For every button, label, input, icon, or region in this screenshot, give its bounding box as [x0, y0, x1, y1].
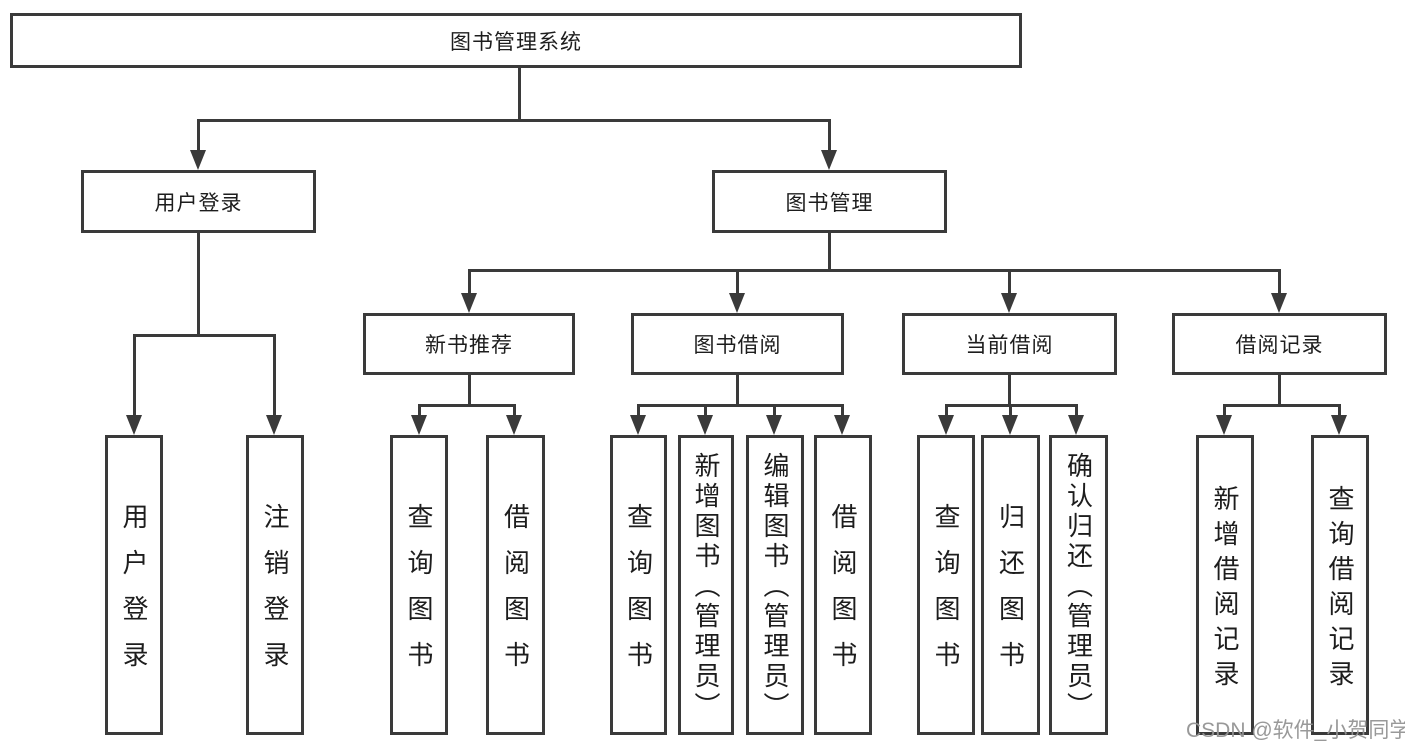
arrow-down-icon — [630, 415, 646, 435]
node-leaf-confirm-return-admin: 确认归还（管理员） — [1049, 435, 1108, 735]
arrow-down-icon — [126, 415, 142, 435]
connector-line — [197, 119, 200, 155]
node-leaf-borrow-books-2-label: 借阅图书 — [828, 503, 858, 687]
connector-line — [197, 119, 831, 122]
arrow-down-icon — [190, 150, 206, 170]
arrow-down-icon — [1068, 415, 1084, 435]
connector-line — [1278, 375, 1281, 407]
connector-line — [133, 334, 276, 337]
node-borrowing-records-label: 借阅记录 — [1235, 334, 1324, 357]
node-leaf-query-books-3: 查询图书 — [917, 435, 975, 735]
connector-line — [1008, 375, 1011, 407]
connector-line — [637, 404, 640, 418]
connector-line — [1223, 404, 1341, 407]
node-new-book-recommendation-label: 新书推荐 — [425, 334, 513, 357]
connector-line — [1008, 269, 1011, 297]
node-leaf-borrow-books-1: 借阅图书 — [486, 435, 545, 735]
node-book-borrowing: 图书借阅 — [631, 313, 844, 375]
node-leaf-query-books-3-label: 查询图书 — [931, 503, 961, 687]
connector-line — [133, 334, 136, 419]
arrow-down-icon — [1331, 415, 1347, 435]
arrow-down-icon — [697, 415, 713, 435]
connector-line — [1009, 404, 1012, 418]
node-leaf-borrow-books-1-label: 借阅图书 — [500, 503, 531, 687]
node-leaf-query-books-2-label: 查询图书 — [623, 503, 654, 687]
connector-line — [418, 404, 516, 407]
arrow-down-icon — [1002, 415, 1018, 435]
node-leaf-return-books-label: 归还图书 — [995, 503, 1026, 687]
connector-line — [736, 269, 739, 297]
csdn-watermark: CSDN @软件_小贺同学 — [1186, 719, 1405, 742]
connector-line — [273, 334, 276, 419]
node-current-borrowing: 当前借阅 — [902, 313, 1117, 375]
connector-line — [637, 404, 844, 407]
connector-line — [773, 404, 776, 418]
connector-line — [1338, 404, 1341, 418]
arrow-down-icon — [506, 415, 522, 435]
arrow-down-icon — [461, 293, 477, 313]
node-book-management-label: 图书管理 — [785, 191, 874, 215]
arrow-down-icon — [1001, 293, 1017, 313]
connector-line — [418, 404, 421, 418]
node-user-login-label: 用户登录 — [154, 191, 243, 215]
connector-line — [468, 375, 471, 407]
node-library-system: 图书管理系统 — [10, 13, 1022, 68]
connector-line — [1075, 404, 1078, 418]
node-leaf-edit-book-admin: 编辑图书（管理员） — [746, 435, 804, 735]
node-leaf-logout: 注销登录 — [246, 435, 304, 735]
node-leaf-query-borrow-record-label: 查询借阅记录 — [1325, 484, 1355, 695]
node-leaf-add-book-admin: 新增图书（管理员） — [678, 435, 734, 735]
connector-line — [468, 269, 1281, 272]
arrow-down-icon — [938, 415, 954, 435]
connector-line — [945, 404, 948, 418]
arrow-down-icon — [1216, 415, 1232, 435]
connector-line — [197, 233, 200, 337]
node-borrowing-records: 借阅记录 — [1172, 313, 1387, 375]
node-leaf-query-borrow-record: 查询借阅记录 — [1311, 435, 1369, 735]
connector-line — [828, 119, 831, 155]
connector-line — [468, 269, 471, 297]
node-book-borrowing-label: 图书借阅 — [693, 334, 782, 357]
arrow-down-icon — [766, 415, 782, 435]
connector-line — [513, 404, 516, 418]
connector-line — [1223, 404, 1226, 418]
connector-line — [828, 233, 831, 272]
node-leaf-logout-label: 注销登录 — [260, 503, 290, 687]
arrow-down-icon — [729, 293, 745, 313]
arrow-down-icon — [821, 150, 837, 170]
connector-line — [736, 375, 739, 407]
node-leaf-query-books-1: 查询图书 — [390, 435, 448, 735]
node-leaf-borrow-books-2: 借阅图书 — [814, 435, 872, 735]
node-leaf-confirm-return-admin-label: 确认归还（管理员） — [1063, 452, 1094, 722]
node-book-management: 图书管理 — [712, 170, 947, 233]
connector-line — [841, 404, 844, 418]
node-new-book-recommendation: 新书推荐 — [363, 313, 575, 375]
node-leaf-add-book-admin-label: 新增图书（管理员） — [691, 452, 721, 722]
arrow-down-icon — [834, 415, 850, 435]
connector-line — [518, 66, 521, 122]
node-leaf-add-borrow-record-label: 新增借阅记录 — [1210, 484, 1240, 695]
node-leaf-user-login-label: 用户登录 — [119, 503, 149, 687]
node-leaf-add-borrow-record: 新增借阅记录 — [1196, 435, 1254, 735]
connector-line — [1278, 269, 1281, 297]
arrow-down-icon — [411, 415, 427, 435]
node-current-borrowing-label: 当前借阅 — [965, 334, 1054, 357]
node-leaf-edit-book-admin-label: 编辑图书（管理员） — [760, 452, 790, 722]
arrow-down-icon — [1271, 293, 1287, 313]
node-leaf-query-books-2: 查询图书 — [610, 435, 667, 735]
node-leaf-return-books: 归还图书 — [981, 435, 1040, 735]
node-leaf-query-books-1-label: 查询图书 — [404, 503, 434, 687]
node-library-system-label: 图书管理系统 — [450, 30, 582, 54]
connector-line — [704, 404, 707, 418]
node-leaf-user-login: 用户登录 — [105, 435, 163, 735]
arrow-down-icon — [266, 415, 282, 435]
node-user-login: 用户登录 — [81, 170, 316, 233]
